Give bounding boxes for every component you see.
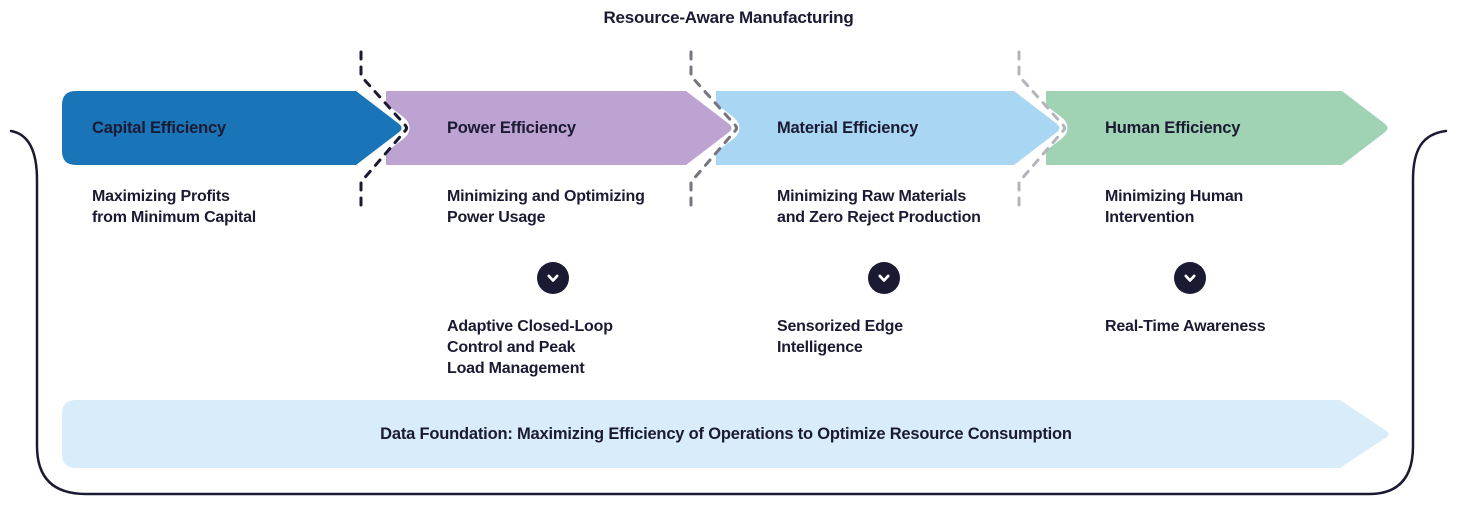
segment-label-power: Power Efficiency — [447, 119, 576, 137]
foundation-bar — [62, 400, 1389, 468]
page-title: Resource-Aware Manufacturing — [603, 8, 854, 27]
enabler-connector-power — [537, 262, 569, 294]
enabler-label-human: Real-Time Awareness — [1105, 318, 1266, 335]
enabler-label-power: Adaptive Closed-Loop Control and Peak Lo… — [447, 318, 613, 377]
segment-label-material: Material Efficiency — [777, 119, 919, 137]
enabler-connector-material — [868, 262, 900, 294]
segment-description-power: Minimizing and Optimizing Power Usage — [447, 188, 645, 226]
divider-dashed-chevron-3 — [1017, 50, 1066, 214]
segment-arrow-power — [386, 91, 732, 165]
segment-arrow-human — [1046, 91, 1388, 165]
segment-arrow-material — [716, 91, 1060, 165]
divider-dashed-chevron-2 — [689, 50, 738, 214]
enabler-label-material: Sensorized Edge Intelligence — [777, 318, 903, 356]
segment-description-human: Minimizing Human Intervention — [1105, 188, 1244, 226]
divider-dashed-chevron-1 — [359, 50, 408, 214]
segment-description-material: Minimizing Raw Materials and Zero Reject… — [777, 188, 981, 226]
foundation-label: Data Foundation: Maximizing Efficiency o… — [380, 425, 1072, 443]
segment-label-human: Human Efficiency — [1105, 119, 1241, 137]
enabler-connector-human — [1174, 262, 1206, 294]
segment-label-capital: Capital Efficiency — [92, 119, 226, 137]
segment-description-capital: Maximizing Profits from Minimum Capital — [92, 188, 257, 226]
bracket-outline — [9, 129, 1448, 496]
chevron-down-icon — [1184, 274, 1196, 282]
chevron-down-icon — [878, 274, 890, 282]
chevron-down-icon — [547, 274, 559, 282]
segment-arrow-capital — [62, 91, 402, 165]
